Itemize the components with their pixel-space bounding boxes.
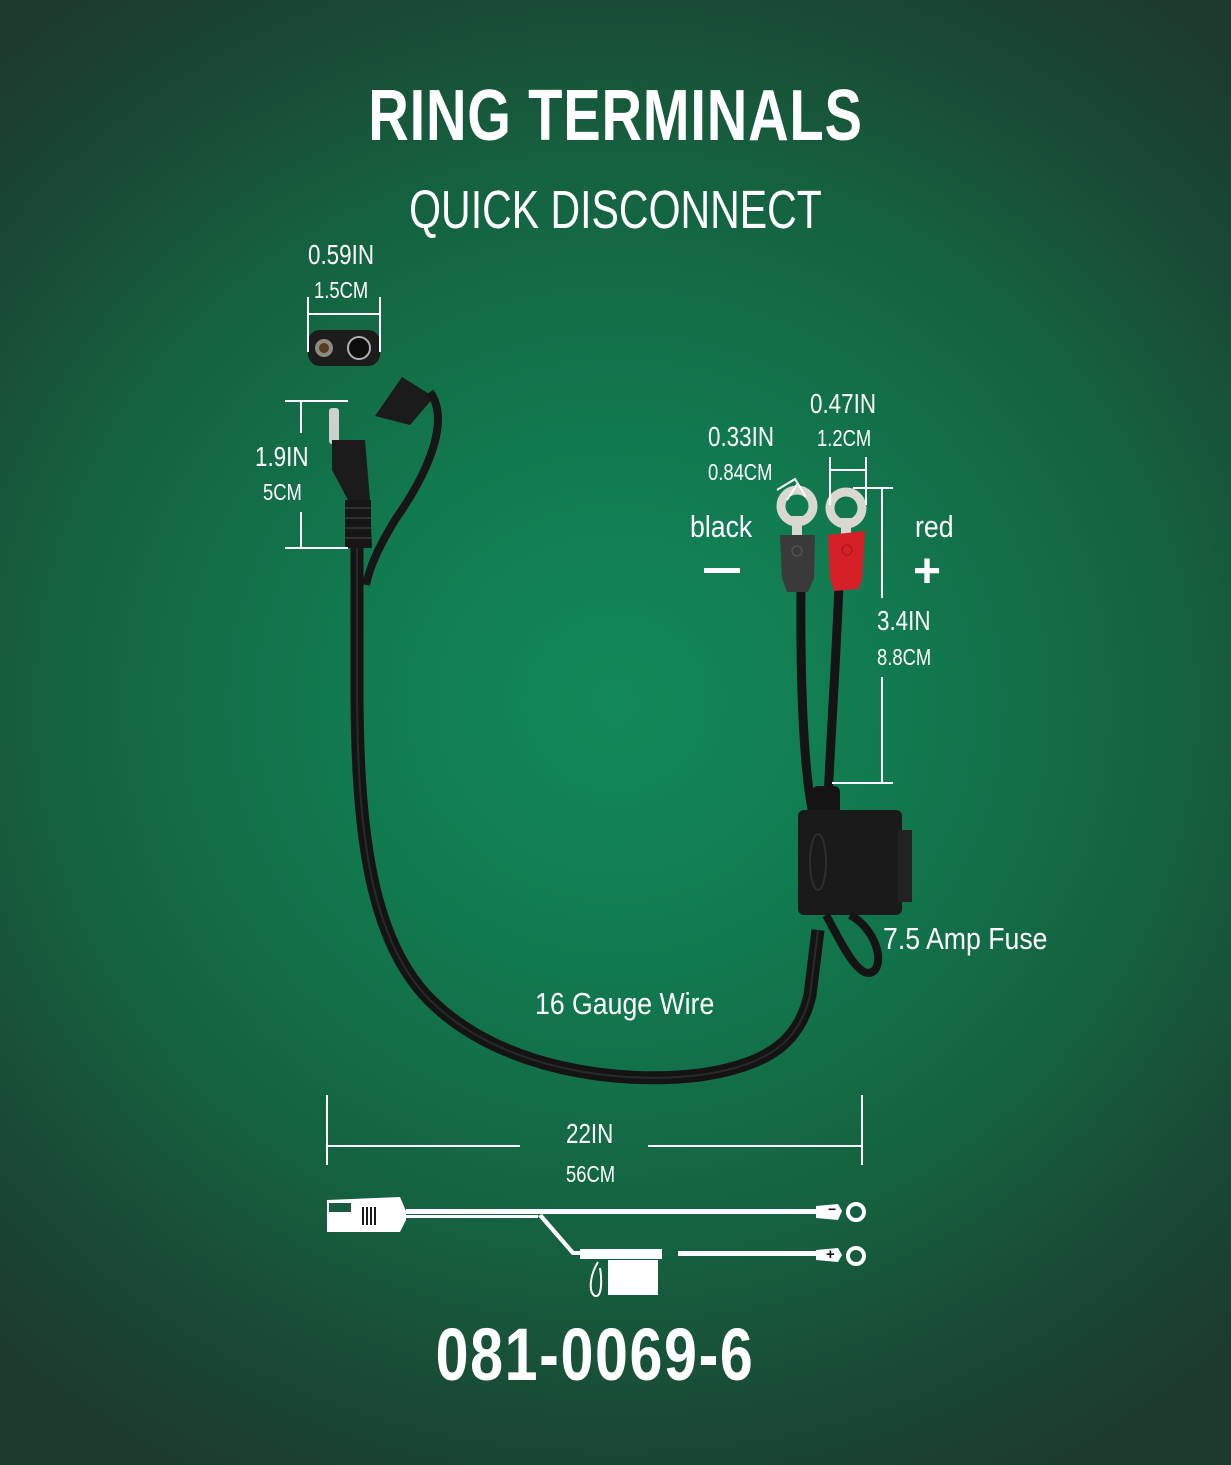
positive-sign-icon: + xyxy=(913,545,942,598)
schematic-positive-mark: + xyxy=(826,1246,835,1263)
dim-line-plug-length xyxy=(285,400,348,549)
fuse-callout: 7.5 Amp Fuse xyxy=(883,921,1048,956)
red-ring-terminal-icon xyxy=(825,487,867,591)
plug-length-metric: 5CM xyxy=(263,479,302,505)
dim-line-total-length xyxy=(326,1095,863,1165)
page-subtitle: QUICK DISCONNECT xyxy=(409,180,822,240)
ring-width-imperial: 0.47IN xyxy=(810,388,876,419)
black-ring-terminal-icon xyxy=(776,485,818,592)
wire-gauge-callout: 16 Gauge Wire xyxy=(535,986,715,1021)
plug-length-imperial: 1.9IN xyxy=(255,441,309,472)
total-length-metric: 56CM xyxy=(566,1161,616,1187)
part-number: 081-0069-6 xyxy=(435,1313,755,1396)
lead-length-imperial: 3.4IN xyxy=(877,605,931,636)
ring-hole-metric: 0.84CM xyxy=(708,459,773,485)
dim-line-lead-length xyxy=(832,487,893,784)
fuse-holder-icon xyxy=(798,786,912,977)
wiring-schematic-icon xyxy=(327,1197,866,1298)
lead-length-metric: 8.8CM xyxy=(877,644,932,670)
ring-width-metric: 1.2CM xyxy=(817,425,872,451)
sae-connector-end-icon xyxy=(308,330,380,366)
ring-hole-imperial: 0.33IN xyxy=(708,421,774,452)
page-title: RING TERMINALS xyxy=(368,76,863,156)
connector-width-imperial: 0.59IN xyxy=(308,239,374,270)
negative-label: black xyxy=(690,509,753,544)
schematic-negative-mark: − xyxy=(828,1201,837,1217)
negative-sign-icon xyxy=(704,568,740,573)
positive-label: red xyxy=(915,509,954,544)
connector-width-metric: 1.5CM xyxy=(314,277,369,303)
dim-line-connector-width xyxy=(307,297,381,352)
dim-line-ring-hole xyxy=(776,477,807,501)
sae-plug-icon xyxy=(329,377,442,586)
dim-line-ring-width xyxy=(829,457,867,505)
total-length-imperial: 22IN xyxy=(566,1118,614,1149)
